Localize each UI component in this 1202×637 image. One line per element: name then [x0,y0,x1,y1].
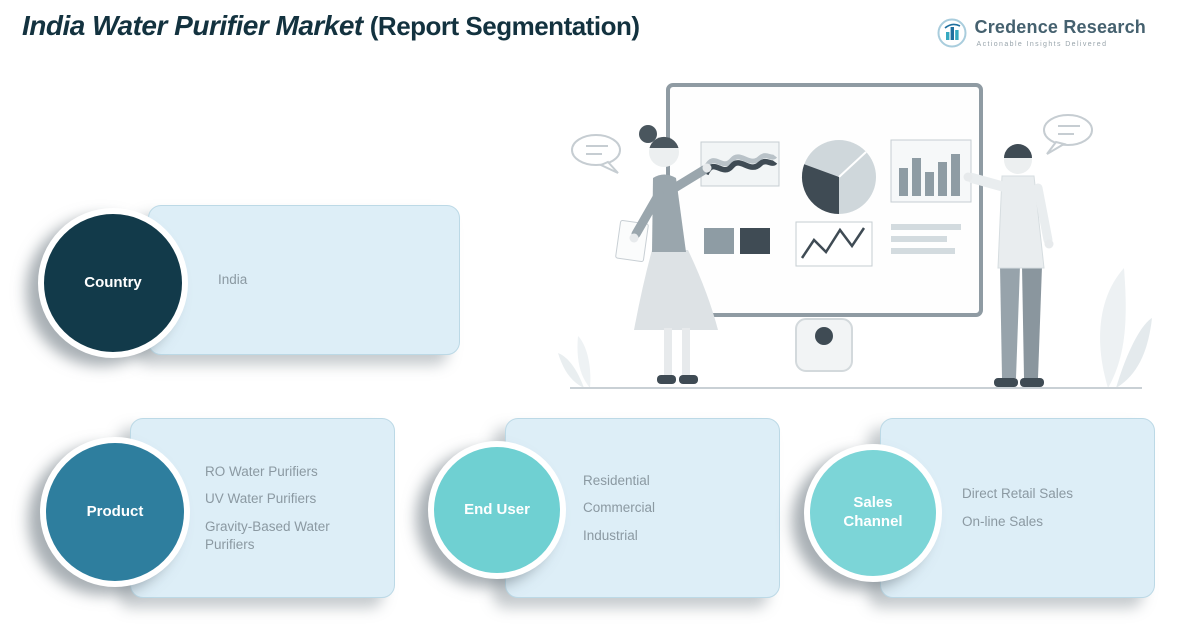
sales-channel-circle: Sales Channel [804,444,942,582]
segment-item: On-line Sales [962,514,1044,529]
end-user-circle-label: End User [464,500,530,518]
presenter-man [963,144,1054,387]
country-circle-label: Country [84,273,142,291]
leaf-decoration [577,336,591,388]
speech-bubble-left [571,134,621,174]
end-user-items: Residential Commercial Industrial [583,418,753,598]
sales-channel-items: Direct Retail Sales On-line Sales [962,418,1142,598]
presentation-illustration [556,72,1156,397]
product-circle-label: Product [86,502,144,520]
brand-logo: Credence Research Actionable Insights De… [936,17,1147,54]
segment-item: Industrial [583,527,638,543]
sales-channel-circle-label: Sales Channel [843,494,903,530]
country-items: India [218,205,418,355]
end-user-circle: End User [428,441,566,579]
leaf-decoration [1116,318,1152,388]
page-title-main: India Water Purifier Market [22,10,363,41]
segment-item: Direct Retail Sales [962,486,1074,502]
presenter-woman [615,125,718,384]
country-circle: Country [38,208,188,358]
segment-item: India [218,272,248,288]
segment-item: Gravity-Based Water Purifiers [205,519,330,552]
segment-item: RO Water Purifiers [205,463,318,479]
bar-chart-logo-icon [936,17,968,54]
speech-bubble-right [1043,114,1093,155]
brand-tagline: Actionable Insights Delivered [976,41,1108,48]
page-title-suffix: (Report Segmentation) [369,11,640,41]
leaf-decoration [1100,268,1126,388]
product-circle: Product [40,437,190,587]
segment-item: Residential [583,472,650,488]
product-items: RO Water Purifiers UV Water Purifiers Gr… [205,418,370,598]
brand-text: Credence Research Actionable Insights De… [975,17,1147,48]
page-title: India Water Purifier Market(Report Segme… [22,10,640,42]
country-card [148,205,460,355]
segment-item: Commercial [583,500,656,516]
leaf-decoration [558,353,584,388]
segment-item: UV Water Purifiers [205,491,317,507]
brand-name: Credence Research [974,17,1146,37]
